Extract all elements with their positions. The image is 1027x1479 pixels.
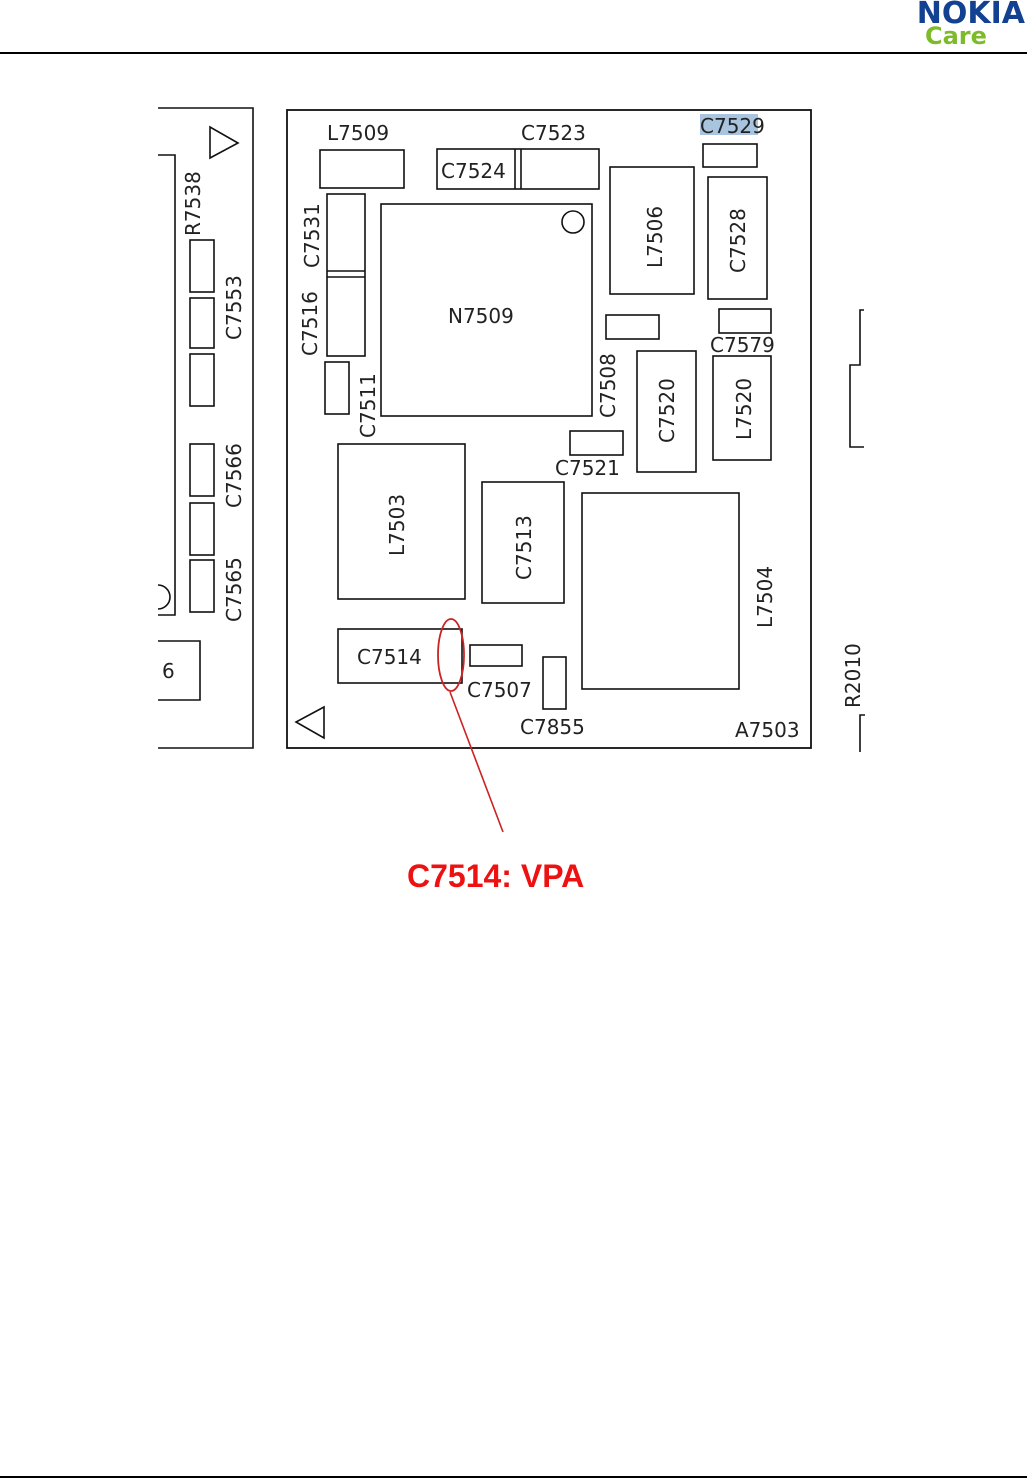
component-c7521 [569, 430, 624, 456]
component-c7855 [542, 656, 567, 710]
component-c7566 [189, 443, 215, 497]
label-c7528: C7528 [726, 208, 750, 273]
label-c7521: C7521 [555, 456, 620, 480]
component-c7528 [707, 176, 768, 300]
header-rule [0, 52, 1027, 54]
label-n7509: N7509 [448, 304, 514, 328]
label-c7507: C7507 [467, 678, 532, 702]
label-c7566: C7566 [222, 443, 246, 508]
label-c7520: C7520 [655, 378, 679, 443]
component-c7513 [481, 481, 565, 604]
component-l7520 [712, 355, 772, 461]
component-l7509 [319, 149, 405, 189]
label-c7531: C7531 [300, 203, 324, 268]
label-partial-6: 6 [162, 659, 175, 683]
label-c7855: C7855 [520, 715, 585, 739]
component-c7529 [702, 143, 758, 168]
component-r7538 [189, 239, 215, 293]
main-board-a7503: L7509 C7523 C7529 C7524 C7531 C7516 N750… [286, 109, 812, 833]
component-l7504 [581, 492, 740, 690]
right-board-edge: R2010 [841, 309, 865, 752]
label-c7565: C7565 [222, 557, 246, 622]
component-c7531-c7516 [326, 193, 366, 357]
label-l7506: L7506 [643, 206, 667, 268]
label-c7524: C7524 [441, 159, 506, 183]
label-c7511: C7511 [356, 373, 380, 438]
callout-text: C7514: VPA [407, 858, 584, 894]
label-c7508: C7508 [596, 353, 620, 418]
component-c7553 [189, 297, 215, 349]
pin1-marker-icon [561, 210, 585, 234]
component-c7579 [718, 308, 772, 334]
highlight-c7529 [700, 114, 758, 135]
left-board: R7538 C7553 C7566 C7565 6 [157, 107, 254, 749]
label-c7553: C7553 [222, 275, 246, 340]
orientation-triangle-icon [294, 705, 325, 740]
nokia-care-logo: NOKIA Care [887, 0, 1027, 52]
label-l7509: L7509 [327, 121, 389, 145]
label-c7513: C7513 [512, 515, 536, 580]
label-r2010: R2010 [841, 643, 865, 708]
nokia-brand: NOKIA [916, 0, 1025, 31]
component-c7520 [636, 350, 697, 473]
component-c7514 [337, 628, 463, 684]
component-l7506 [609, 166, 695, 295]
component-unlabeled-left-2 [189, 502, 215, 556]
component-c7524-c7523 [436, 148, 600, 190]
label-a7503: A7503 [735, 718, 800, 742]
care-brand: Care [925, 22, 987, 50]
label-l7520: L7520 [732, 378, 756, 440]
label-c7514: C7514 [357, 645, 422, 669]
label-l7503: L7503 [385, 494, 409, 556]
callout-ellipse [437, 618, 465, 692]
label-c7579: C7579 [710, 333, 775, 357]
footer-rule [0, 1476, 1027, 1478]
component-c7511 [324, 361, 350, 415]
component-unlabeled-left [189, 353, 215, 407]
component-c7507 [469, 644, 523, 667]
callout-leader-line [449, 691, 504, 833]
label-c7516: C7516 [298, 291, 322, 356]
label-c7523: C7523 [521, 121, 586, 145]
component-unlabeled-small [605, 314, 660, 340]
label-l7504: L7504 [753, 566, 777, 628]
component-n7509 [380, 203, 593, 417]
orientation-triangle-icon [209, 125, 240, 160]
label-c7529: C7529 [700, 114, 765, 138]
component-c7565 [189, 559, 215, 613]
component-l7503 [337, 443, 466, 600]
label-r7538: R7538 [181, 171, 205, 236]
